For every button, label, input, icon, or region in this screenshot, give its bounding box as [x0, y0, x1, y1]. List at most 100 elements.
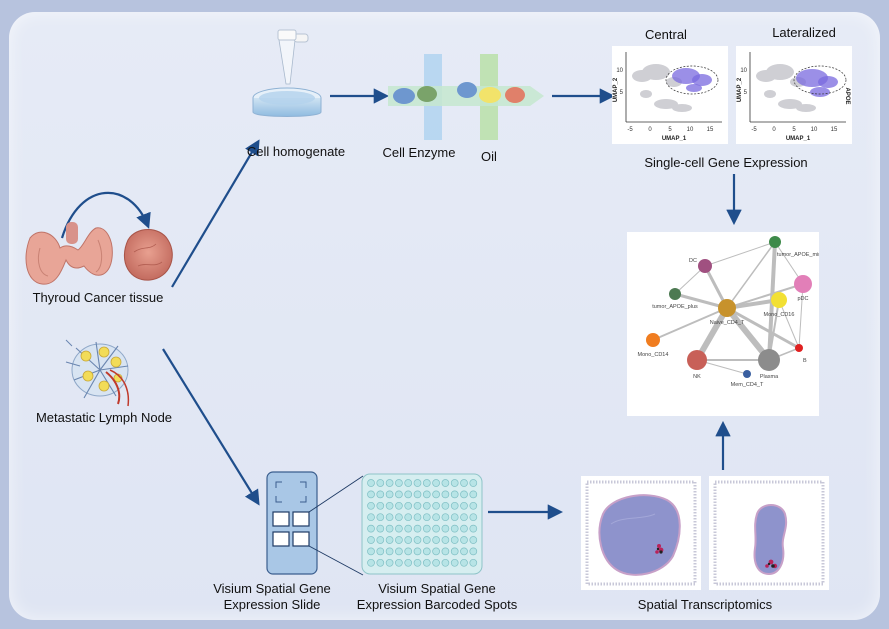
- spatial-label: Spatial Transcriptomics: [637, 597, 773, 612]
- arrow-curved-thyroid: [60, 191, 151, 239]
- umap-y-tick: 10: [616, 68, 623, 74]
- barcoded-spot: [367, 536, 375, 544]
- umap-x-tick: 0: [648, 127, 652, 133]
- barcoded-spot: [376, 479, 385, 487]
- cell-homogenate-label: Cell homogenate: [246, 144, 346, 159]
- umap-cell-cloud: [766, 64, 794, 80]
- network-node-label: tumor_APOE_plus: [652, 304, 698, 310]
- umap-y-tick: 5: [620, 90, 624, 96]
- network-edge: [798, 283, 804, 349]
- barcoded-spot: [395, 479, 403, 487]
- network-node: [794, 275, 812, 293]
- lymph-node-illustration: [65, 339, 130, 407]
- barcoded-spot: [385, 501, 394, 510]
- network-node: [771, 292, 787, 308]
- barcoded-spot: [376, 490, 385, 499]
- arrow-lymph-to-slide: [162, 348, 260, 506]
- visium-spots-label-2: Expression Barcoded Spots: [356, 597, 518, 612]
- network-node: [769, 236, 781, 248]
- umap-y-label: UMAP_2: [737, 77, 743, 102]
- barcoded-spot: [441, 547, 450, 556]
- umap-cell-cloud: [642, 64, 670, 80]
- tumor-tissue-illustration: [123, 229, 173, 281]
- barcoded-spot: [460, 490, 468, 499]
- barcoded-spot: [404, 524, 413, 533]
- network-nodes: DCtumor_APOE_minustumor_APOE_pluspDCMono…: [638, 236, 827, 388]
- barcoded-spot: [441, 490, 450, 499]
- barcoded-spots-illustration: [361, 473, 483, 575]
- barcoded-spot: [432, 490, 440, 499]
- barcoded-spot: [376, 524, 385, 533]
- barcoded-spot: [376, 513, 385, 522]
- barcoded-spot: [395, 501, 403, 510]
- network-node-label: Plasma: [760, 374, 779, 380]
- barcoded-spot: [385, 513, 394, 522]
- barcoded-spot: [460, 524, 468, 533]
- barcoded-spot: [441, 513, 450, 522]
- flow-arrows: [60, 88, 742, 520]
- barcoded-spot: [404, 513, 413, 522]
- barcoded-spot: [376, 536, 385, 544]
- barcoded-spot: [460, 547, 468, 556]
- network-node-label: DC: [689, 258, 697, 264]
- network-node: [646, 333, 660, 347]
- barcoded-spot: [450, 490, 459, 499]
- barcoded-spot: [432, 547, 440, 556]
- barcoded-spot: [422, 501, 431, 510]
- barcoded-spot: [385, 558, 394, 567]
- arrow-tissue-to-homogenate: [171, 139, 260, 288]
- barcoded-spot: [404, 558, 413, 567]
- oil-label: Oil: [481, 149, 497, 164]
- barcoded-spot: [422, 490, 431, 499]
- barcoded-spot: [460, 558, 468, 567]
- barcoded-spot: [450, 547, 459, 556]
- visium-slide-label-2: Expression Slide: [223, 597, 321, 612]
- barcoded-spot: [395, 547, 403, 556]
- barcoded-spot: [404, 501, 413, 510]
- spatial-panel-2: [709, 476, 829, 590]
- barcoded-spot: [422, 547, 431, 556]
- barcoded-spot: [376, 501, 385, 510]
- network-node-label: tumor_APOE_minus: [777, 252, 819, 258]
- lymph-node-label: Metastatic Lymph Node: [35, 410, 173, 425]
- barcoded-spot: [367, 547, 375, 556]
- network-node: [795, 344, 803, 352]
- umap-cell-cloud: [672, 104, 692, 112]
- umap-x-label: UMAP_1: [786, 136, 811, 142]
- network-edge: [725, 306, 801, 350]
- umap-expression-cluster: [692, 74, 712, 86]
- barcoded-spot: [413, 524, 422, 533]
- spatial-tissue-2: [713, 480, 825, 586]
- microfluidic-illustration: [388, 54, 544, 140]
- barcoded-spot: [395, 490, 403, 499]
- barcoded-spot: [413, 558, 422, 567]
- network-node-label: pDC: [797, 296, 808, 302]
- umap-x-tick: 5: [792, 127, 796, 133]
- umap-x-tick: 15: [831, 127, 838, 133]
- barcoded-spot: [385, 547, 394, 556]
- umap-x-tick: 15: [707, 127, 714, 133]
- umap-side-label: APOE: [844, 87, 850, 104]
- visium-slide-illustration: [266, 471, 364, 576]
- barcoded-spot: [469, 558, 478, 567]
- barcoded-spot: [432, 513, 440, 522]
- barcoded-spot: [469, 524, 478, 533]
- network-node-label: NK: [693, 374, 701, 380]
- cell-network-graph: DCtumor_APOE_minustumor_APOE_pluspDCMono…: [638, 236, 827, 388]
- barcoded-spot: [422, 558, 431, 567]
- barcoded-spot: [404, 490, 413, 499]
- barcoded-spot: [385, 490, 394, 499]
- barcoded-spot: [376, 547, 385, 556]
- barcoded-spot: [385, 536, 394, 544]
- barcoded-spot: [367, 558, 375, 567]
- barcoded-spot: [395, 513, 403, 522]
- network-node: [698, 259, 712, 273]
- umap-expression-cluster: [810, 87, 830, 97]
- network-edge: [726, 241, 776, 309]
- barcoded-spot: [469, 513, 478, 522]
- barcoded-spot: [450, 536, 459, 544]
- barcoded-spot: [460, 501, 468, 510]
